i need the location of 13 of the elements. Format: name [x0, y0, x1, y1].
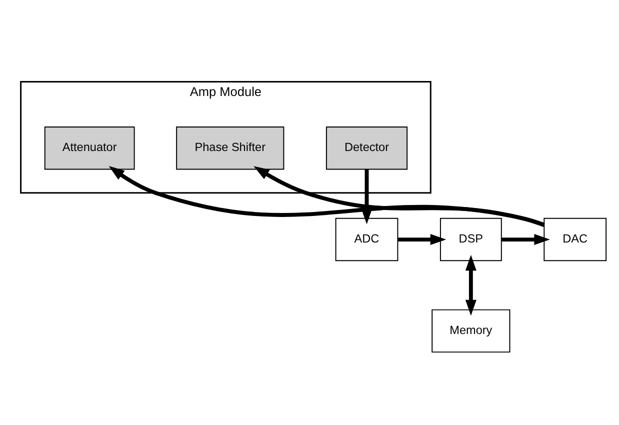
node-box: Detector — [326, 126, 408, 170]
node-box: ADC — [335, 217, 398, 261]
arrow — [398, 234, 446, 245]
node-box: Phase Shifter — [176, 126, 284, 170]
arrow — [108, 165, 545, 226]
node-box: Memory — [432, 308, 510, 352]
arrow — [465, 254, 476, 316]
arrow — [361, 168, 372, 224]
node-box: DSP — [440, 217, 502, 261]
node-box: Attenuator — [44, 126, 135, 170]
arrow — [254, 166, 545, 226]
arrow — [501, 234, 550, 245]
node-box: DAC — [544, 217, 607, 261]
